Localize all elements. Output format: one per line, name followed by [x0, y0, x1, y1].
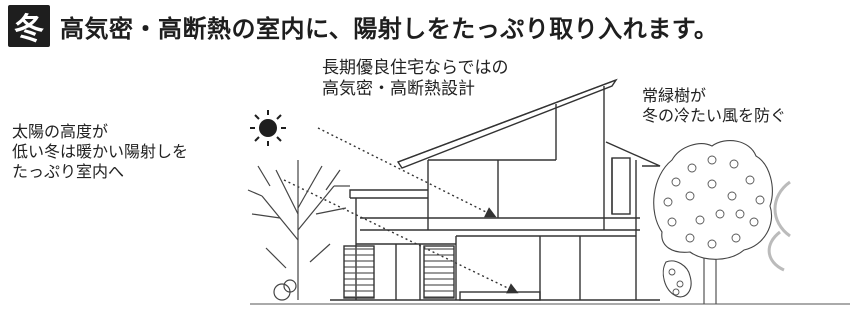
headline: 高気密・高断熱の室内に、陽射しをたっぷり取り入れます。: [60, 14, 719, 43]
house-caption-line-2: 高気密・高断熱設計: [322, 79, 475, 99]
tree-caption-line-2: 冬の冷たい風を防ぐ: [642, 106, 787, 125]
sunlight-rays: [283, 127, 519, 294]
house-caption: 長期優良住宅ならではの 高気密・高断熱設計: [322, 58, 509, 100]
tree-caption: 常緑樹が 冬の冷たい風を防ぐ: [642, 86, 786, 126]
season-badge: 冬: [8, 5, 50, 47]
sun-icon: [250, 110, 286, 146]
evergreen-tree-icon: [653, 140, 773, 304]
tree-caption-line-1: 常緑樹が: [642, 86, 707, 105]
header: 冬 高気密・高断熱の室内に、陽射しをたっぷり取り入れます。: [8, 4, 718, 48]
house-caption-line-1: 長期優良住宅ならではの: [322, 58, 509, 78]
wind-icon: [767, 180, 791, 272]
sun-caption-line-2: 低い冬は暖かい陽射しを: [12, 142, 189, 161]
sun-caption: 太陽の高度が 低い冬は暖かい陽射しを たっぷり室内へ: [12, 122, 188, 182]
house: [330, 78, 661, 301]
deciduous-tree-icon: [247, 160, 350, 301]
sun-caption-line-3: たっぷり室内へ: [12, 162, 125, 181]
sun-caption-line-1: 太陽の高度が: [12, 122, 109, 141]
